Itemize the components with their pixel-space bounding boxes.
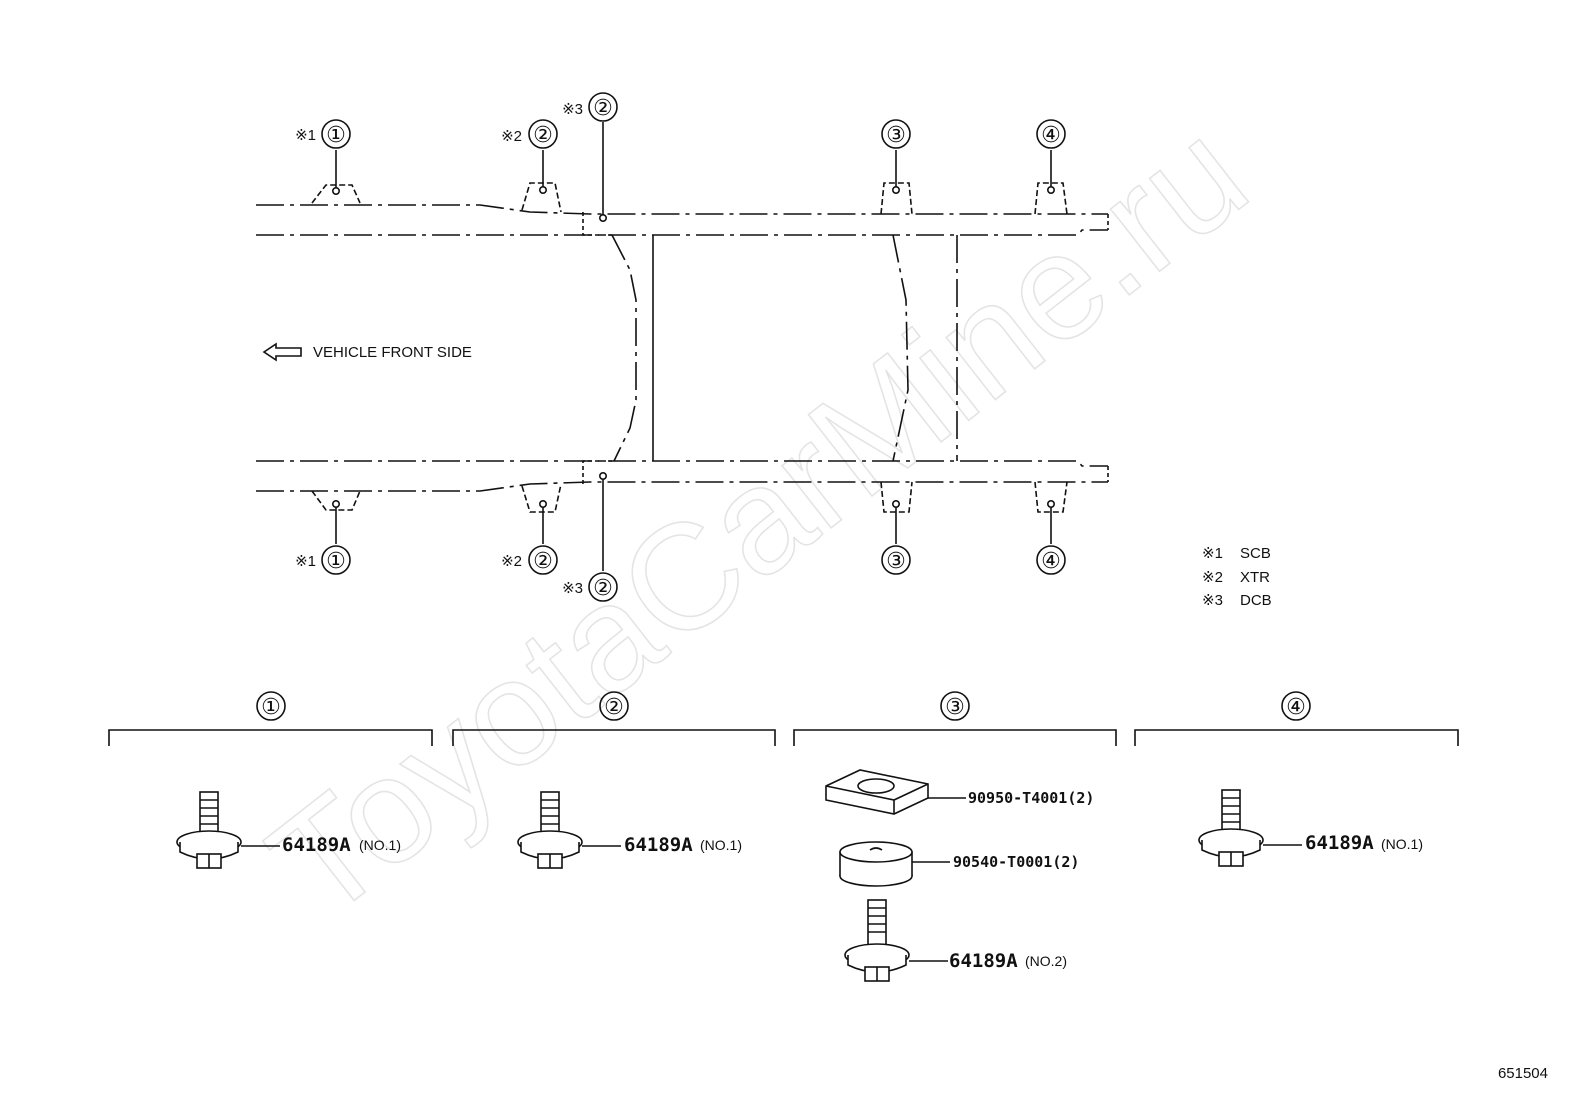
note-3-text: DCB — [1240, 592, 1272, 609]
bolt-icon-group-2 — [517, 791, 621, 869]
group-3-part-3-note: (NO.2) — [1025, 953, 1067, 969]
bottom-rail-outer-edge — [256, 481, 1108, 492]
group-4-part-note: (NO.1) — [1381, 836, 1423, 852]
group-1-part-note: (NO.1) — [359, 837, 401, 853]
bottom-callout-2-prefix: ※2 — [501, 553, 522, 570]
front-arrow-icon — [262, 342, 302, 362]
group-3-part-3-code: 64189A — [949, 950, 1018, 972]
top-callout-5-num: ④ — [1041, 122, 1061, 147]
group-1-part-code: 64189A — [282, 834, 351, 856]
top-rail-outer-edge — [256, 204, 1108, 215]
note-1-mark: ※1 — [1202, 545, 1223, 562]
plate-washer-icon — [825, 769, 966, 815]
crossmember-2 — [892, 234, 909, 462]
note-3-mark: ※3 — [1202, 592, 1223, 609]
group-3-part-2-code: 90540-T0001(2) — [953, 853, 1079, 871]
notes-legend: ※1 SCB ※2 XTR ※3 DCB — [1202, 545, 1272, 609]
note-2-text: XTR — [1240, 569, 1270, 586]
top-callout-1-prefix: ※1 — [295, 127, 316, 144]
bottom-callout-4-num: ③ — [886, 548, 906, 573]
bottom-callout-1-prefix: ※1 — [295, 553, 316, 570]
bottom-callout-5-num: ④ — [1041, 548, 1061, 573]
top-callout-4-num: ③ — [886, 122, 906, 147]
group-bracket-2 — [452, 729, 776, 746]
note-1-text: SCB — [1240, 545, 1271, 562]
bottom-splice-box — [582, 460, 612, 484]
top-callout-2-prefix: ※2 — [501, 128, 522, 145]
bottom-callout-3-num: ② — [593, 575, 613, 600]
top-splice-box — [582, 212, 612, 236]
bolt-icon-group-4 — [1198, 789, 1302, 867]
group-4-num: ④ — [1286, 694, 1306, 719]
bolt-icon-group-1 — [176, 791, 280, 869]
top-callout-2-num: ② — [533, 122, 553, 147]
group-2-part-code: 64189A — [624, 834, 693, 856]
bottom-callout-3-prefix: ※3 — [562, 580, 583, 597]
bolt-icon-group-3 — [844, 899, 948, 982]
note-2-mark: ※2 — [1202, 569, 1223, 586]
group-3-num: ③ — [945, 694, 965, 719]
group-3-part-1-code: 90950-T4001(2) — [968, 789, 1094, 807]
bottom-bracket-1 — [311, 490, 361, 511]
group-bracket-3 — [793, 729, 1117, 746]
bottom-callout-2-num: ② — [533, 548, 553, 573]
cushion-icon — [839, 841, 950, 887]
group-2-part-note: (NO.1) — [700, 837, 742, 853]
top-rail-inner-edge — [256, 229, 1108, 236]
crossmember-1 — [611, 234, 637, 462]
group-1-num: ① — [261, 694, 281, 719]
group-2-num: ② — [604, 694, 624, 719]
group-header-circles — [256, 691, 1311, 721]
top-callout-3-num: ② — [593, 95, 613, 120]
diagram-id: 651504 — [1498, 1065, 1548, 1082]
top-bracket-1 — [311, 184, 361, 204]
top-callout-circles — [321, 92, 1066, 149]
top-callout-1-num: ① — [326, 122, 346, 147]
group-bracket-1 — [108, 729, 433, 746]
top-callout-3-prefix: ※3 — [562, 101, 583, 118]
group-4-part-code: 64189A — [1305, 832, 1374, 854]
bottom-callout-circles — [321, 545, 1066, 602]
direction-label: VEHICLE FRONT SIDE — [313, 344, 472, 361]
bottom-rail-inner-edge — [256, 460, 1108, 467]
bottom-callout-1-num: ① — [326, 548, 346, 573]
bottom-bracket-2 — [521, 483, 562, 513]
group-bracket-4 — [1134, 729, 1459, 746]
